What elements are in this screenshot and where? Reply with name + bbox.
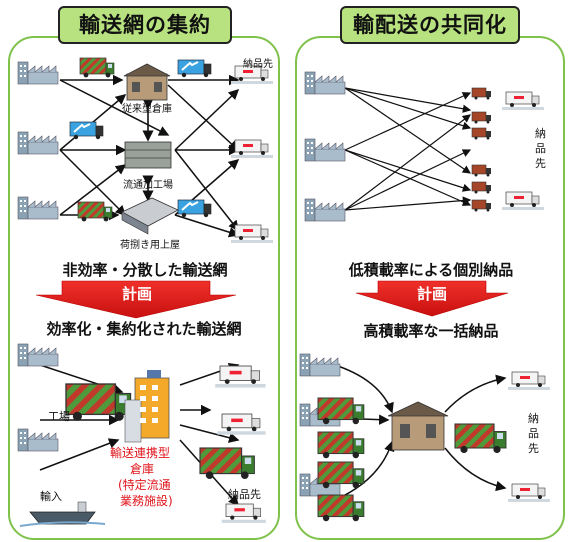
hub-label-line3: (特定流通 <box>118 478 171 492</box>
left-bottom-factories <box>17 343 59 452</box>
left-top-factories <box>17 61 59 220</box>
right-top-factories <box>304 71 346 222</box>
left-plan-arrow <box>35 280 237 319</box>
left-plan-label: 計画 <box>121 285 152 303</box>
processing-plant-label: 流通加工場 <box>123 180 173 191</box>
sorting-house-icon <box>121 197 179 235</box>
left-caption-after: 効率化・集約化された輸送網 <box>46 320 242 338</box>
right-top-small-trucks <box>471 87 492 212</box>
processing-plant-icon <box>124 141 172 169</box>
left-title: 輸送網の集約 <box>58 6 232 44</box>
sorting-house-label: 荷捌き用上屋 <box>120 240 180 251</box>
left-top-destination-label: 納品先 <box>243 59 273 70</box>
right-caption-before: 低積載率による個別納品 <box>348 261 514 279</box>
old-warehouse-label: 従来型倉庫 <box>122 104 172 115</box>
hub-warehouse-icon <box>124 370 170 443</box>
factory-label: 工場 <box>48 410 70 423</box>
hub-label-line2: 倉庫 <box>130 462 155 476</box>
right-top-destination-char-1: 納 <box>535 127 546 140</box>
right-top-destination-char-2: 品 <box>535 142 546 155</box>
right-bottom-destination-char-1: 納 <box>528 412 539 425</box>
right-bottom-destination-char-2: 品 <box>528 427 539 440</box>
hub-label-line1: 輸送連携型 <box>110 446 171 460</box>
right-top-destination-char-3: 先 <box>535 157 546 170</box>
left-caption-before: 非効率・分散した輸送網 <box>62 261 228 279</box>
right-plan-arrow <box>355 280 509 317</box>
right-plan-label: 計画 <box>416 285 447 303</box>
import-label: 輸入 <box>40 490 62 503</box>
right-bottom-destination-char-3: 先 <box>528 442 539 455</box>
right-top-arrows <box>344 87 472 211</box>
left-bottom-destination-label: 納品先 <box>228 488 261 501</box>
right-caption-after: 高積載率な一括納品 <box>363 322 499 340</box>
hub-label-line4: 業務施設) <box>120 494 173 508</box>
old-warehouse-icon <box>123 63 171 101</box>
right-bottom-warehouse-icon <box>387 401 449 451</box>
right-title: 輸配送の共同化 <box>340 6 520 44</box>
ship-icon <box>19 501 106 527</box>
